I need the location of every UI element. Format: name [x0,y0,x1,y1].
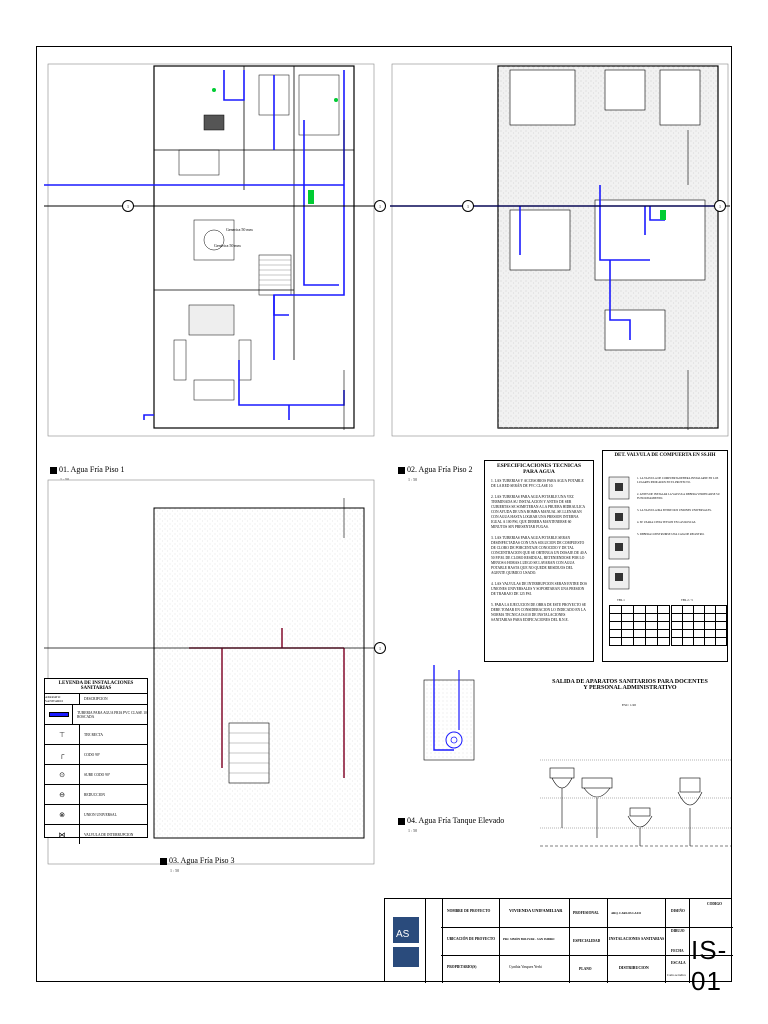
legend-header: APARATO SANITARIO DESCRIPCION [45,693,147,704]
view-marker-icon [50,466,57,474]
view-title-4: 04. Agua Fría Tanque Elevado [398,816,504,825]
valve-table-2-title: TBL 2 / 3 [681,598,693,602]
tank-detail [423,665,475,761]
tb-profesional-label: PROFESIONAL [573,911,599,915]
valve-notes: 1. LA VALVULA DE COMPUERTA DEBERA INSTAL… [637,477,720,536]
spec-item: 3. LAS TUBERIAS PARA AGUA POTABLE SERAN … [491,536,587,575]
tb-propietario-value: Cynthia Vasquez Yerbi [509,965,542,969]
valve-icon: ⋈ [58,830,66,839]
tb-dibujo-label: DIBUJO [671,929,685,933]
tb-ubicacion-label: UBICACIÓN DE PROYECTO [447,937,496,941]
tee-icon: ⊤ [58,730,66,739]
fixtures-title: SALIDA DE APARATOS SANITARIOS PARA DOCEN… [552,679,708,691]
tb-nombre-label: NOMBRE DE PROYECTO [447,909,491,913]
legend-col2: DESCRIPCION [84,697,108,701]
valve-table-2 [671,605,727,646]
view-title-1: 01. Agua Fría Piso 1 [50,465,125,474]
tb-nombre-value: VIVIENDA UNIFAMILIAR [509,908,563,913]
legend-col1: APARATO SANITARIO [45,694,80,704]
tb-ubicacion-value: PRJ. SIMÓN BOLIVAR - SAN ISIDRO [503,937,555,941]
specs-title: ESPECIFICACIONES TECNICAS PARA AGUA [496,463,582,475]
tb-propietario-label: PROPIETARIO(S) [447,965,477,969]
legend-item: TUBERIA PARA AGUA FRIA PVC CLASE 10 ROSC… [45,704,147,724]
legend-title: LEYENDA DE INSTALACIONES SANITARIAS [58,681,134,691]
section-axis-left-2: 1 [462,200,474,212]
legend-box: LEYENDA DE INSTALACIONES SANITARIAS APAR… [44,678,148,844]
legend-item: ⊤ TEE RECTA [45,724,147,744]
section-axis-right-2: 1 [714,200,726,212]
tb-especialidad-label: ESPECIALIDAD [573,939,601,943]
spec-item: 1. LAS TUBERIAS Y ACCESORIOS PARA AGUA P… [491,479,584,488]
legend-item: ⊗ UNION UNIVERSAL [45,804,147,824]
spec-item: 2. LAS TUBERIAS PARA AGUA POTABLE UNA VE… [491,495,585,529]
valve-table-1-title: TBL 1 [617,598,625,602]
valve-table-1 [609,605,670,646]
valve-detail-box: DET. VALVULA DE COMPUERTA EN SS.HH 1. LA… [602,450,728,662]
union-icon: ⊗ [59,810,65,819]
room-label-b: Genérica 50 mm [214,243,241,248]
section-axis-left: 1 [122,200,134,212]
title-block: AS NOMBRE DE PROYECTO VIVIENDA UNIFAMILI… [384,898,733,996]
tb-codigo-label: CODIGO [707,902,722,906]
tb-diseno-label: DISEÑO [671,909,685,913]
view-scale-1: 1 : 50 [60,477,70,482]
tb-escala-label: ESCALA [671,961,686,965]
elbow-icon: ┌ [59,750,65,759]
plan-floor-1 [44,63,380,437]
specs-box: ESPECIFICACIONES TECNICAS PARA AGUA 1. L… [484,460,594,662]
section-axis-right: 1 [374,200,386,212]
view-marker-icon [398,817,405,825]
room-label-a: Generica 50 mm [226,227,253,232]
spec-item: 5. PARA LA EJECUCION DE OBRA DE ESTE PRO… [491,603,587,622]
tb-escala-value: Como se indica [667,973,686,977]
tb-plano-value: DISTRIBUCION [619,965,649,970]
view-marker-icon [160,857,167,865]
valve-title: DET. VALVULA DE COMPUERTA EN SS.HH [614,453,716,458]
legend-item: ⊖ REDUCCION [45,784,147,804]
svg-text:AS: AS [396,929,410,940]
sheet-code: IS-01 [691,935,728,996]
fixtures-scale: ESC: 1/20 [622,703,637,707]
elbow-up-icon: ⊙ [59,770,65,779]
view-marker-icon [398,466,405,474]
view-scale-4: 1 : 50 [408,828,418,833]
legend-item: ┌ CODO 90° [45,744,147,764]
valve-drawings [608,476,630,590]
view-title-3: 03. Agua Fría Piso 3 [160,856,235,865]
legend-item: ⊙ SUBE CODO 90° [45,764,147,784]
section-axis-right-3: 1 [374,642,386,654]
view-scale-2: 1 : 50 [408,477,418,482]
plan-floor-2 [390,63,730,437]
tb-profesional-value: ARQ. CARLOS LAZO [611,911,641,915]
logo-icon: AS [391,907,423,973]
view-scale-3: 1 : 50 [170,868,180,873]
tb-fecha-label: FECHA [671,949,684,953]
view-title-2: 02. Agua Fría Piso 2 [398,465,473,474]
tb-plano-label: PLANO [579,967,592,971]
fixtures-elevation [540,759,732,847]
spec-item: 4. LAS VALVULAS DE INTERRUPCION SERAN EN… [491,582,587,596]
reducer-icon: ⊖ [59,790,65,799]
pipe-icon [48,712,69,717]
legend-item: ⋈ VALVULA DE INTERRUPCION [45,824,147,844]
specs-list: 1. LAS TUBERIAS Y ACCESORIOS PARA AGUA P… [485,477,593,631]
tb-especialidad-value: INSTALACIONES SANITARIAS [609,937,665,941]
